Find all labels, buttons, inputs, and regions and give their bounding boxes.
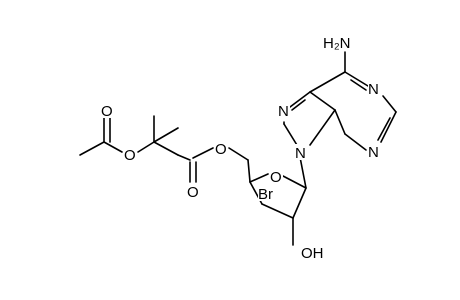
bond-lines [79, 51, 397, 246]
hydroxyl-label: OH [301, 245, 324, 262]
bond [377, 117, 391, 141]
bond [334, 109, 346, 135]
bond [137, 141, 155, 153]
bond [261, 203, 294, 219]
bond [79, 141, 105, 156]
bond [380, 111, 397, 143]
purine-n7-label: N [278, 103, 289, 120]
bond [247, 159, 251, 183]
bond [350, 79, 367, 91]
purine-n9-label: N [295, 145, 306, 162]
bond [309, 91, 336, 111]
bond [344, 133, 367, 151]
atom-labels: H₂N N N N N O O O O O Br OH [100, 33, 380, 262]
bond [282, 175, 307, 189]
bond [309, 71, 346, 93]
bond [153, 141, 179, 156]
bond [292, 187, 307, 219]
acetate-ester-oxygen-label: O [124, 147, 136, 164]
bromine-label: Br [258, 186, 273, 203]
bond [192, 147, 214, 159]
bond [344, 71, 369, 87]
bond [291, 99, 306, 111]
amine-label: H₂N [323, 35, 351, 52]
purine-n1-label: N [368, 81, 379, 98]
purine-n3-label: N [368, 144, 379, 161]
bond [299, 156, 307, 189]
ester-carbonyl-oxygen-label: O [187, 184, 199, 201]
bond [153, 127, 179, 143]
bond [382, 95, 397, 113]
ring-oxygen-label: O [270, 169, 282, 186]
bond [228, 147, 249, 161]
acetate-carbonyl-oxygen-label: O [101, 103, 113, 120]
bond [103, 141, 123, 153]
bond [177, 154, 191, 161]
bond [309, 109, 336, 146]
ester-link-oxygen-label: O [215, 141, 227, 158]
bond [249, 173, 269, 183]
